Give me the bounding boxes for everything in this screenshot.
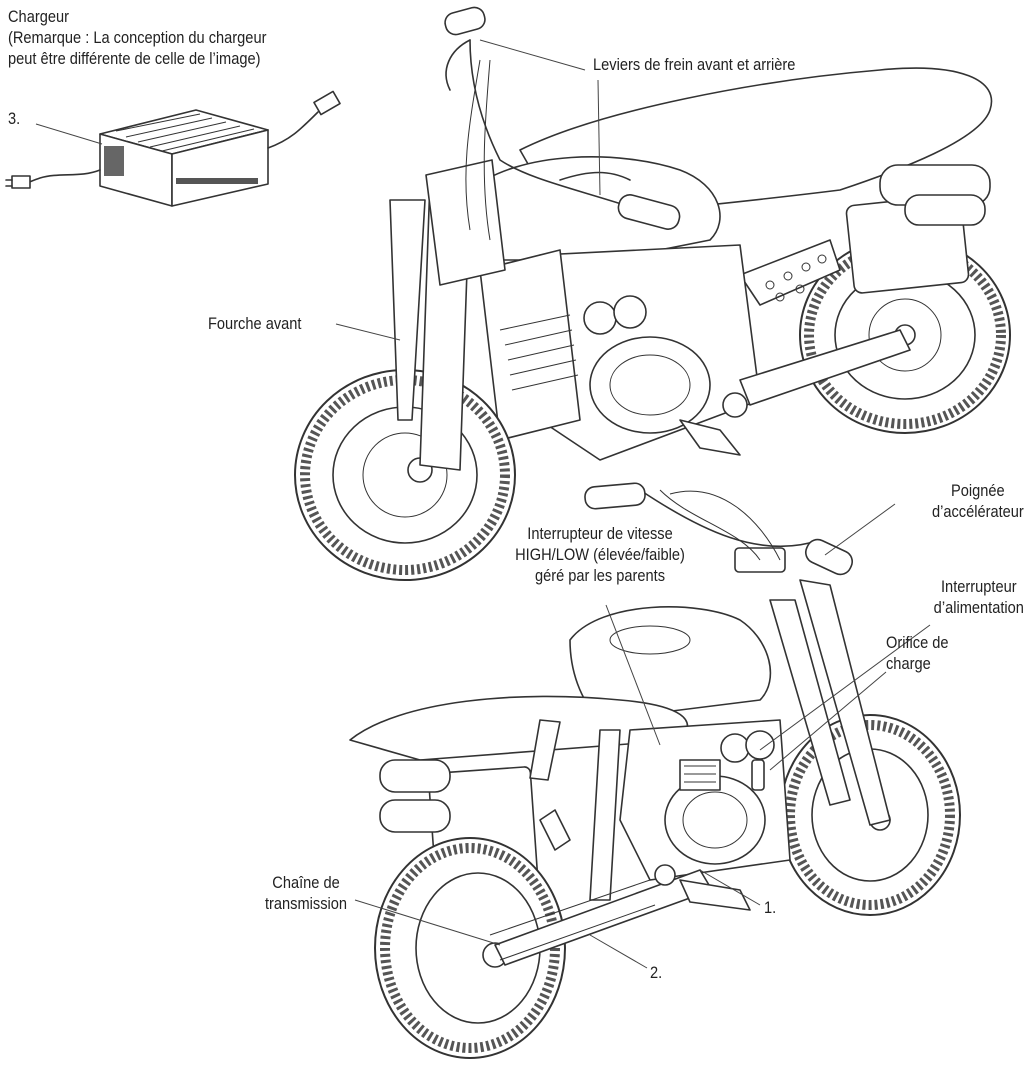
leader-lines [335, 39, 931, 969]
charger-icon [5, 90, 341, 207]
charger-title: Chargeur [8, 7, 69, 26]
power-switch-label: Interrupteur d’alimentation [934, 576, 1024, 618]
charger-note-line-2: peut être différente de celle de l’image… [8, 49, 261, 68]
charge-port-label: Orifice de charge [886, 632, 949, 674]
power-switch-line-1: Interrupteur [941, 577, 1017, 596]
speed-switch-line-1: Interrupteur de vitesse [527, 524, 673, 543]
throttle-line-2: d’accélérateur [932, 502, 1024, 521]
part-number-1: 1. [764, 898, 777, 917]
chain-line-1: Chaîne de [272, 873, 340, 892]
power-switch-line-2: d’alimentation [933, 598, 1024, 617]
speed-switch-line-3: géré par les parents [534, 566, 666, 585]
chain-line-2: transmission [264, 894, 348, 913]
charger-number: 3. [8, 109, 21, 128]
front-fork-label: Fourche avant [208, 314, 302, 333]
throttle-line-1: Poignée [951, 481, 1005, 500]
part-number-2: 2. [650, 963, 663, 982]
motorcycle-rear-view-icon [349, 482, 961, 1059]
throttle-label: Poignée d’accélérateur [932, 480, 1024, 522]
charge-port-line-1: Orifice de [886, 633, 949, 652]
speed-switch-label: Interrupteur de vitesse HIGH/LOW (élevée… [471, 523, 729, 586]
charger-note-line-1: (Remarque : La conception du chargeur [8, 28, 267, 47]
charge-port-line-2: charge [886, 654, 931, 673]
charger-label: Chargeur (Remarque : La conception du ch… [8, 6, 266, 69]
motorcycle-front-view-icon [294, 6, 1011, 581]
speed-switch-line-2: HIGH/LOW (élevée/faible) [515, 545, 685, 564]
chain-label: Chaîne de transmission [246, 872, 366, 914]
brake-levers-label: Leviers de frein avant et arrière [593, 55, 796, 74]
